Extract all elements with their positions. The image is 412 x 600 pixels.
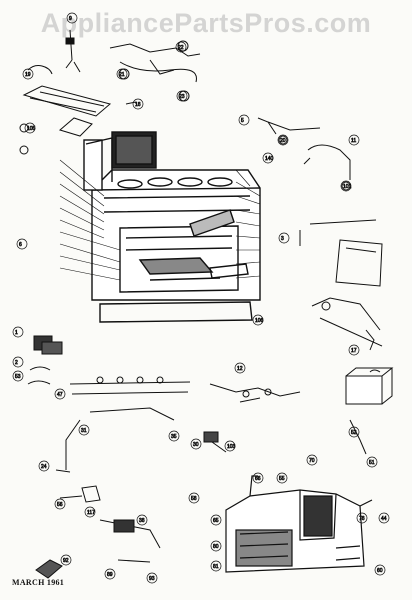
callout-label: 89 <box>107 572 113 578</box>
callout-label: 80 <box>213 544 219 550</box>
callout-label: 56 <box>57 502 63 508</box>
callout-label: 30 <box>193 442 199 448</box>
callout-label: 24 <box>41 464 47 470</box>
callout-label: 93 <box>149 576 155 582</box>
callout-label: 9 <box>69 16 72 22</box>
callout-label: 52 <box>351 430 357 436</box>
callout-label: 23 <box>179 94 185 100</box>
leader-lines-right <box>235 169 261 279</box>
revision-date: MARCH 1961 <box>12 578 65 587</box>
range-rear-assembly <box>225 475 373 573</box>
callout-label: 105 <box>27 126 36 132</box>
callout-label: 51 <box>369 460 375 466</box>
electrical-box <box>345 367 394 455</box>
callout-bubbles: 9 22 21 23 18 19 105 5 20 140 101 11 6 3… <box>12 12 390 584</box>
callout-label: 92 <box>63 558 69 564</box>
callout-label: 20 <box>280 138 286 144</box>
callout-label: 18 <box>135 102 141 108</box>
callout-label: 31 <box>81 428 87 434</box>
callout-label: 44 <box>381 516 387 522</box>
callout-label: 78 <box>359 516 365 522</box>
callout-label: 140 <box>265 156 274 162</box>
callout-label: 17 <box>351 348 357 354</box>
callout-label: 106 <box>255 318 264 324</box>
callout-label: 35 <box>171 434 177 440</box>
oven-valves <box>203 383 301 453</box>
callout-label: 55 <box>279 476 285 482</box>
callout-label: 117 <box>87 510 95 516</box>
gas-valve-assembly <box>311 297 383 351</box>
callout-label: 3 <box>281 236 284 242</box>
leader-lines-left <box>59 159 121 281</box>
callout-label: 47 <box>57 392 63 398</box>
callout-label: 70 <box>309 458 315 464</box>
callout-label: 38 <box>139 518 145 524</box>
burner-manifold <box>55 376 191 473</box>
callout-label: 21 <box>119 72 125 78</box>
callout-label: 66 <box>255 476 261 482</box>
callout-label: 12 <box>237 366 243 372</box>
top-wiring-assembly <box>109 40 201 105</box>
callout-label: 101 <box>343 184 352 190</box>
pressure-regulator <box>27 335 63 385</box>
callout-label: 5 <box>241 118 244 124</box>
callout-label: 1 <box>15 330 18 336</box>
callout-label: 81 <box>213 564 219 570</box>
callout-label: 22 <box>178 45 184 51</box>
watermark-text: AppliancePartsPros.com <box>40 8 372 38</box>
range-body <box>83 131 261 323</box>
callout-label: 65 <box>213 518 219 524</box>
callout-label: 19 <box>25 72 31 78</box>
callout-label: 58 <box>191 496 197 502</box>
thermostat-bulb-assembly <box>257 117 351 191</box>
callout-label: 103 <box>227 444 236 450</box>
top-left-small-parts <box>19 29 112 155</box>
callout-label: 6 <box>19 242 22 248</box>
callout-label: 11 <box>351 138 356 144</box>
callout-label: 2 <box>15 360 18 366</box>
lower-left-parts <box>35 485 161 579</box>
callout-label: 53 <box>15 374 21 380</box>
callout-label: 60 <box>377 568 383 574</box>
side-panel <box>299 219 383 287</box>
